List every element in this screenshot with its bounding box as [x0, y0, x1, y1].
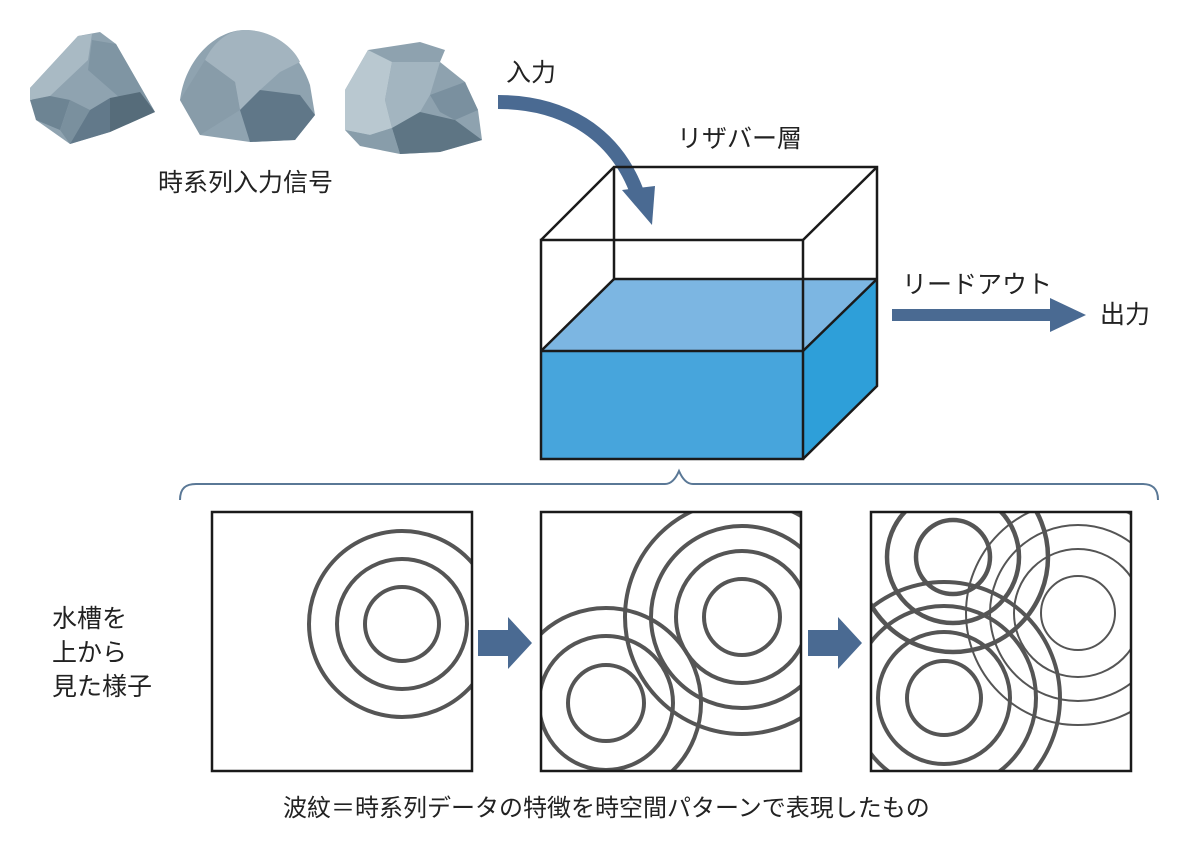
right-arrow-icon	[892, 298, 1086, 332]
top-view-line: 見た様子	[52, 672, 153, 701]
stone-icon	[180, 30, 315, 142]
output-label: 出力	[1100, 300, 1151, 329]
reservoir-layer-label: リザバー層	[677, 124, 803, 153]
ripple-panel-3	[869, 510, 1133, 773]
reservoir-tank	[539, 165, 879, 461]
curved-arrow-icon	[497, 95, 655, 225]
input-label: 入力	[506, 58, 557, 87]
right-arrow-icon	[808, 617, 862, 669]
ripple-ring	[363, 585, 441, 663]
stone-icon	[30, 32, 155, 144]
stone-icon	[345, 42, 482, 154]
caption: 波紋＝時系列データの特徴を時空間パターンで表現したもの	[283, 794, 930, 822]
top-view-line: 上から	[52, 638, 128, 667]
time-series-input-label: 時系列入力信号	[158, 168, 334, 197]
top-view-line: 水槽を	[52, 604, 128, 633]
ripple-ring	[307, 529, 472, 719]
readout-label: リードアウト	[902, 270, 1053, 299]
curly-brace-icon	[179, 468, 1159, 501]
ripple-panel-1	[210, 510, 474, 773]
top-view-label: 水槽を 上から 見た様子	[52, 602, 152, 704]
ripple-ring	[335, 557, 469, 691]
ripple-panel-2	[539, 510, 803, 773]
right-arrow-icon	[478, 617, 532, 669]
